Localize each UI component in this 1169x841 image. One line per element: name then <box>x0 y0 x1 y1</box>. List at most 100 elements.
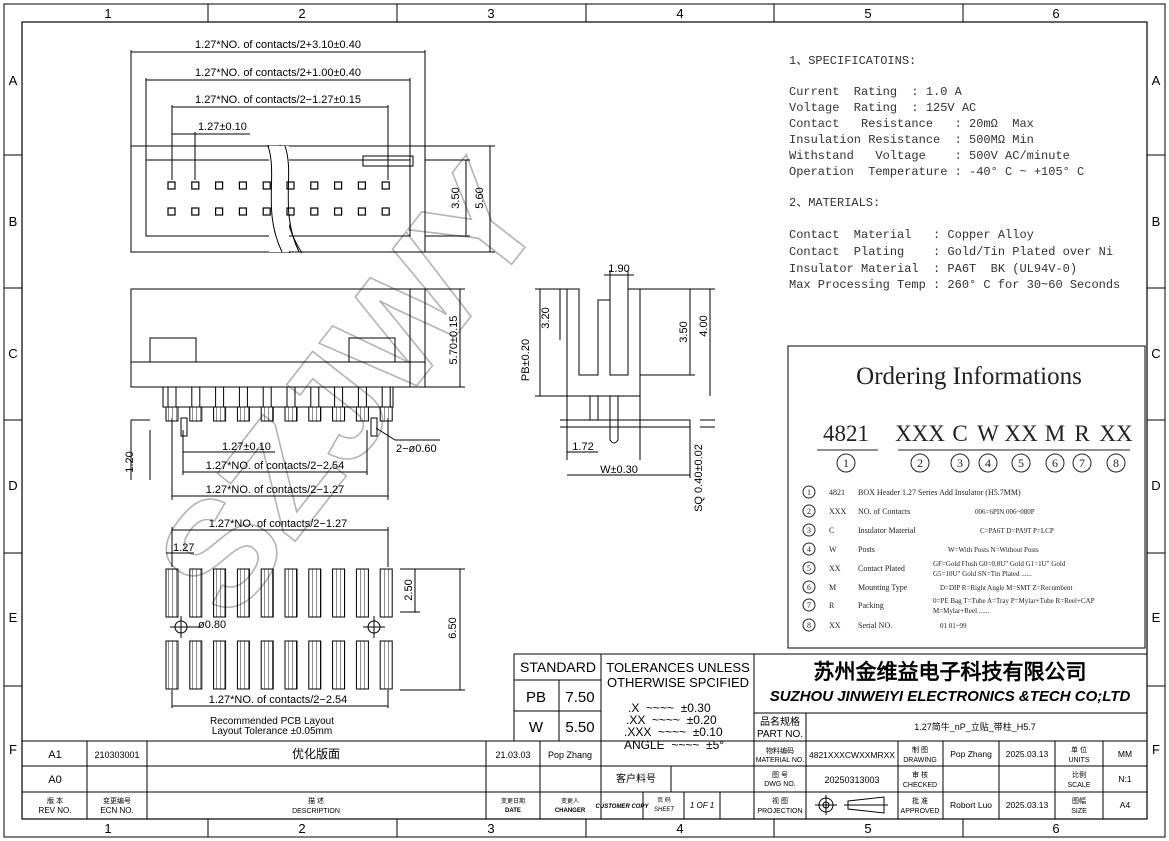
ordering-row-name: Insulator Material <box>858 526 916 535</box>
dim-front-pin-dia: 2−ø0.60 <box>396 443 437 455</box>
dim-side-320: 3.20 <box>540 307 552 328</box>
dim-side-400: 4.00 <box>698 315 710 336</box>
ordering-row-name: Mounting Type <box>858 583 908 592</box>
spec-line: Voltage Rating : 125V AC <box>789 101 976 115</box>
order-code-number-badge <box>1011 453 1031 473</box>
standard-w-label: W <box>529 719 544 736</box>
ordering-row-option: W=With Posts N=Without Posts <box>948 546 1039 554</box>
tolerance-title-1: TOLERANCES UNLESS <box>606 660 750 675</box>
checked-label-en: CHECKED <box>903 782 937 789</box>
pcb-pad <box>332 568 346 618</box>
contact-pin <box>191 207 200 216</box>
material-label-en: MATERIAL NO. <box>756 757 805 764</box>
order-code-number-badge <box>978 453 998 473</box>
desc-header-en: DESCRIPTION <box>292 808 340 815</box>
dim-top-width3: 1.27*NO. of contacts/2−1.27±0.15 <box>195 94 361 106</box>
dwg-value: 20250313003 <box>824 775 879 785</box>
part-value: 1.27简牛_nP_立贴_带柱_H5.7 <box>914 721 1036 732</box>
changer-header-en: CHANGER <box>555 808 586 814</box>
solder-tail <box>308 406 322 422</box>
scale-value: N:1 <box>1118 774 1132 784</box>
material-line: Contact Plating : Gold/Tin Plated over N… <box>789 245 1113 259</box>
row-label-right: A <box>1152 73 1161 88</box>
row-label-left: D <box>8 478 17 493</box>
ecn-header-en: ECN NO. <box>100 806 133 815</box>
front-view-pins <box>165 386 393 437</box>
order-code: M <box>1045 421 1065 446</box>
pcb-pad <box>236 640 250 690</box>
solder-tail <box>189 406 203 422</box>
top-view <box>130 50 495 254</box>
row-label-right: E <box>1152 610 1161 625</box>
ordering-row-number: 8 <box>807 621 811 630</box>
order-code: C <box>952 421 967 446</box>
row-label-left: E <box>9 610 18 625</box>
dim-pcb-650: 6.50 <box>447 617 459 638</box>
spec-line: Current Rating : 1.0 A <box>789 85 963 99</box>
ordering-row-code: XX <box>829 621 841 630</box>
units-label-en: UNITS <box>1069 757 1090 764</box>
ordering-row-code: R <box>829 601 835 610</box>
order-code-number-badge <box>950 453 970 473</box>
ordering-row-option: 0=PE Bag T=Tube A=Tray P=Mylar+Tube R=Re… <box>933 597 1095 605</box>
ordering-row-badge <box>802 542 816 556</box>
order-code-number-badge <box>910 453 930 473</box>
dim-top-width2: 1.27*NO. of contacts/2+1.00±0.40 <box>195 67 361 79</box>
units-label-cn: 单 位 <box>1071 745 1087 754</box>
size-label-cn: 图幅 <box>1072 796 1086 805</box>
contact-pin <box>310 207 319 216</box>
ordering-row-option: M=Mylar+Reel ...... <box>933 607 990 615</box>
rev-date: 21.03.03 <box>495 750 530 760</box>
dim-front-w2: 1.27*NO. of contacts/2−1.27 <box>206 484 345 496</box>
tolerance-line: ANGLE ~~~~ ±5° <box>624 738 724 752</box>
ordering-row-name: Contact Plated <box>858 564 905 573</box>
dim-pcb-w1: 1.27*NO. of contacts/2−1.27 <box>209 518 348 530</box>
contact-pin <box>381 207 390 216</box>
ordering-row-number: 5 <box>807 564 811 573</box>
tolerance-line: .XX ~~~~ ±0.20 <box>626 713 717 727</box>
pcb-note-2: Layout Tolerance ±0.05mm <box>212 726 332 737</box>
ordering-row-badge <box>802 618 816 632</box>
col-label-top: 6 <box>1052 6 1059 21</box>
solder-tail <box>260 406 274 422</box>
contact-pin <box>191 181 200 190</box>
order-code: XX <box>1099 421 1133 446</box>
checked-label-cn: 审 核 <box>912 770 928 779</box>
ordering-row-number: 4 <box>807 545 811 554</box>
contact-pin <box>381 181 390 190</box>
dim-front-w1: 1.27*NO. of contacts/2−2.54 <box>206 460 345 472</box>
ordering-row-code: M <box>829 583 836 592</box>
locating-post <box>180 417 188 437</box>
order-code-number-badge <box>836 453 856 473</box>
spec-line: Operation Temperature : -40° C ~ +105° C <box>789 165 1084 179</box>
side-view <box>535 270 715 478</box>
contact-pin <box>262 181 271 190</box>
material-line: Insulator Material : PA6T BK (UL94V-0) <box>789 262 1077 276</box>
tolerance-line: .XXX ~~~~ ±0.10 <box>624 725 723 739</box>
col-label-bottom: 6 <box>1052 821 1059 836</box>
pcb-pad <box>213 568 227 618</box>
approved-label-en: APPROVED <box>901 808 940 815</box>
rev-no: A0 <box>48 774 61 786</box>
dim-front-120: 1.20 <box>124 451 136 472</box>
rev-no: A1 <box>48 749 61 761</box>
col-label-bottom: 4 <box>676 821 683 836</box>
company-name-cn: 苏州金维益电子科技有限公司 <box>814 660 1087 684</box>
pcb-pad <box>260 568 274 618</box>
standard-label: STANDARD <box>520 659 596 675</box>
drawing-label-en: DRAWING <box>903 757 937 764</box>
col-label-top: 5 <box>864 6 871 21</box>
ecn-header-cn: 变更编号 <box>103 796 131 805</box>
ordering-row-code: XX <box>829 564 841 573</box>
ordering-row-name: Packing <box>858 601 884 610</box>
ordering-row-option: GF=Gold Flush G0=0.8U" Gold G1=1U" Gold <box>933 560 1066 568</box>
materials-title: 2、MATERIALS: <box>789 196 880 210</box>
zone-ticks <box>4 4 1165 837</box>
dim-pcb-hole: ø0.80 <box>198 619 226 631</box>
contact-pin <box>357 181 366 190</box>
pcb-note-1: Recommended PCB Layout <box>210 716 334 727</box>
ordering-row-name: NO. of Contacts <box>858 507 910 516</box>
row-label-right: C <box>1151 346 1160 361</box>
row-label-right: D <box>1151 478 1160 493</box>
